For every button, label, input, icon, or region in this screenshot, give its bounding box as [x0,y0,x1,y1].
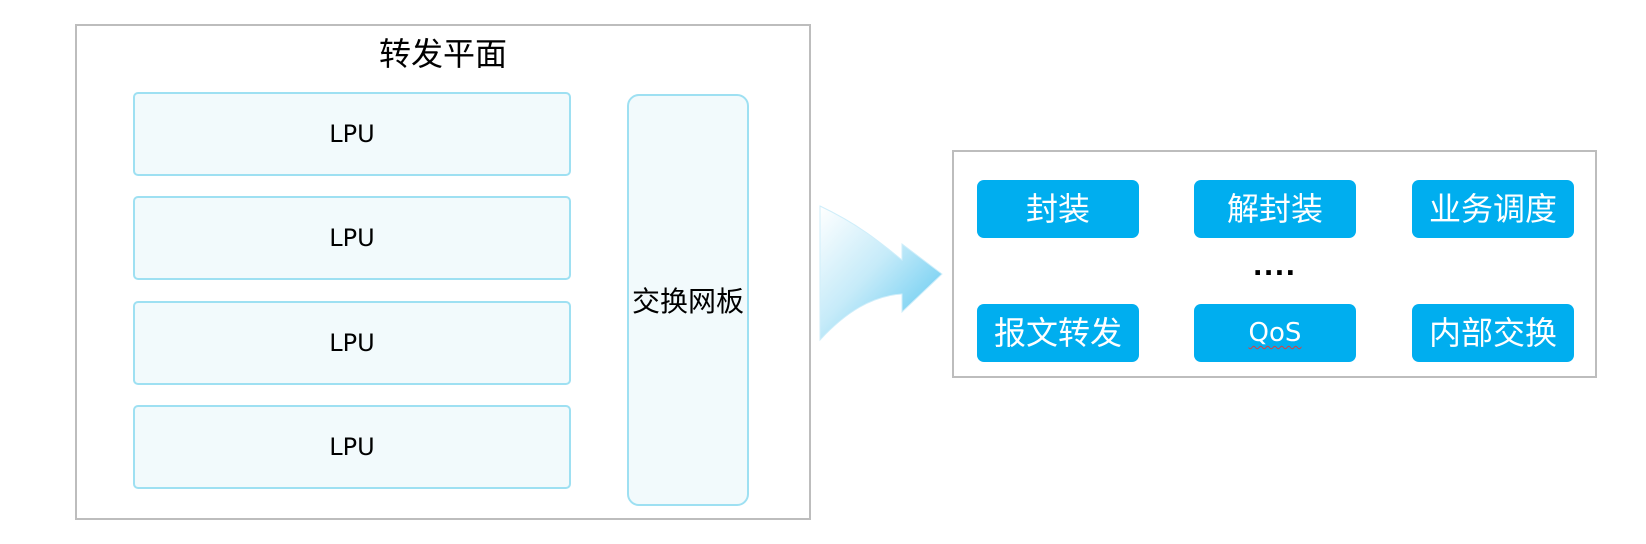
lpu-card-4: LPU [133,405,571,489]
forwarding-plane-title: 转发平面 [378,35,507,73]
ellipsis-label: .... [1252,252,1297,282]
switch-fabric-card: 交换网板 [627,94,749,506]
lpu-card-1: LPU [133,92,571,176]
forwarding-plane-panel: 转发平面 LPU LPU LPU LPU 交换网板 [75,24,811,520]
function-internal-switching: 内部交换 [1412,304,1574,362]
function-service-scheduling: 业务调度 [1412,180,1574,238]
function-panel: 封装 解封装 业务调度 .... 报文转发 QoS 内部交换 [952,150,1597,378]
function-qos-label: QoS [1248,318,1302,348]
function-encapsulation: 封装 [977,180,1139,238]
lpu-card-2: LPU [133,196,571,280]
function-qos: QoS [1194,304,1356,362]
arrow-right-icon [819,205,943,342]
function-decapsulation: 解封装 [1194,180,1356,238]
lpu-card-3: LPU [133,301,571,385]
function-packet-forwarding: 报文转发 [977,304,1139,362]
